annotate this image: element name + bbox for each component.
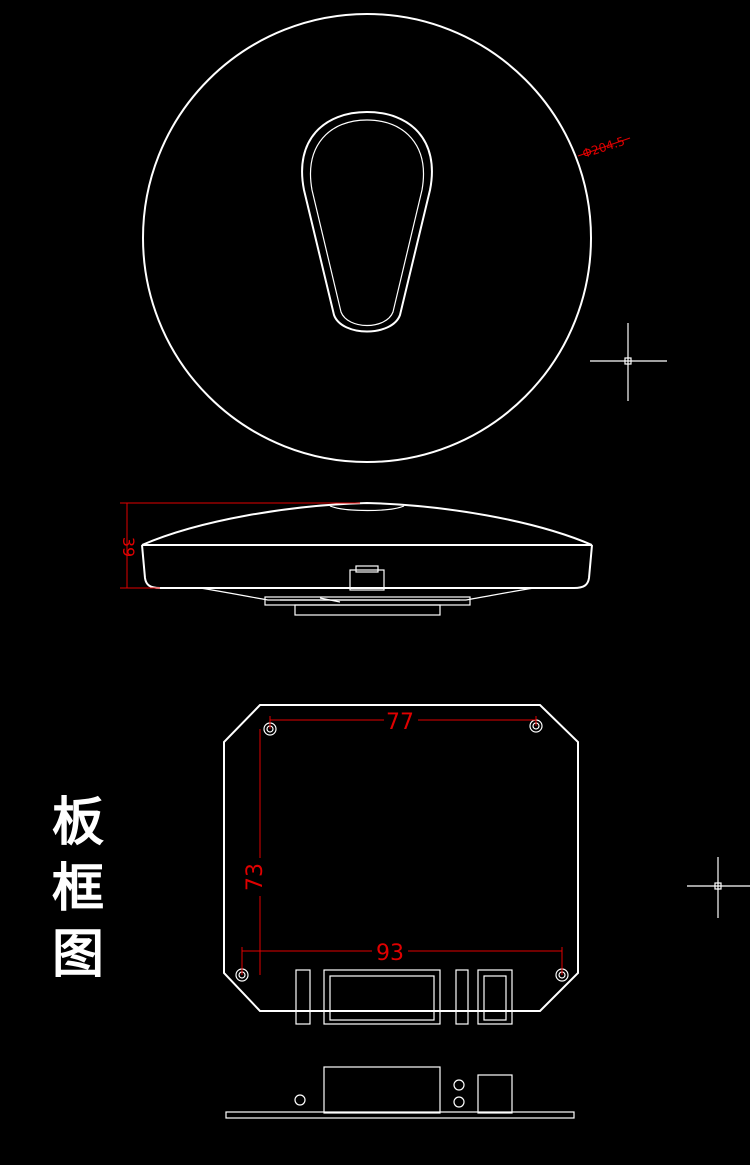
height-dimension: 39 bbox=[119, 502, 360, 589]
crosshair-marker-2 bbox=[687, 857, 750, 918]
board-outline bbox=[223, 704, 579, 1025]
diameter-label: Φ204.5 bbox=[581, 134, 627, 161]
top-view bbox=[142, 13, 592, 463]
label-char-2: 框 bbox=[51, 859, 104, 919]
dim-93-label: 93 bbox=[376, 941, 404, 966]
label-char-3: 图 bbox=[51, 925, 104, 985]
board-side-view bbox=[225, 1066, 575, 1119]
label-char-1: 板 bbox=[51, 793, 104, 853]
dimension-73: 73 bbox=[243, 729, 272, 975]
crosshair-marker bbox=[590, 323, 667, 401]
teardrop-inner bbox=[310, 119, 424, 326]
teardrop-outer bbox=[301, 110, 433, 333]
dim-77-label: 77 bbox=[386, 710, 414, 735]
side-view bbox=[141, 501, 593, 616]
dimension-77: 77 bbox=[269, 710, 537, 735]
height-label: 39 bbox=[119, 537, 138, 557]
diameter-dimension: Φ204.5 bbox=[577, 134, 631, 161]
board-octagon bbox=[223, 704, 579, 1012]
dim-73-label: 73 bbox=[243, 863, 268, 891]
outer-circle bbox=[142, 13, 592, 463]
dimension-93: 93 bbox=[241, 940, 563, 975]
